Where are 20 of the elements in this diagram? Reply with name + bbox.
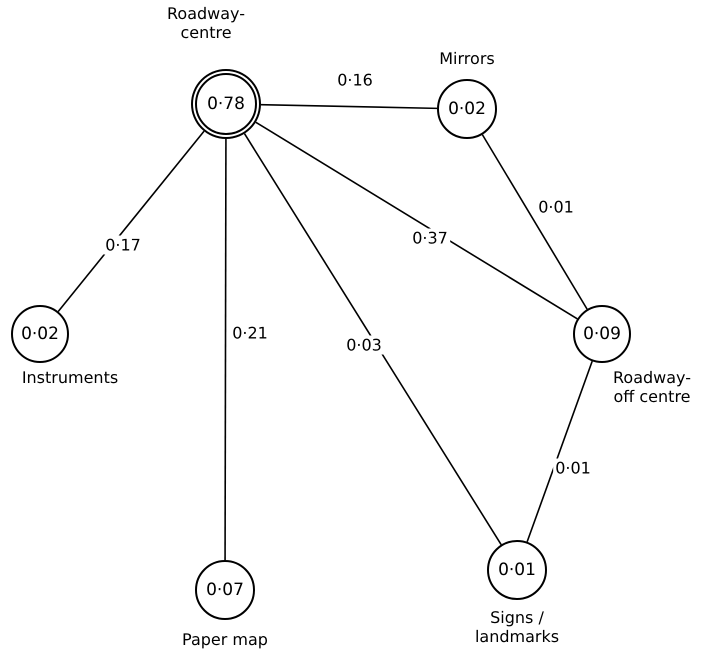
node-name: Instruments xyxy=(20,368,120,388)
connector-line xyxy=(260,104,438,110)
node-name: Mirrors xyxy=(438,49,496,68)
connector-line xyxy=(58,130,205,312)
node-value: 0·07 xyxy=(206,580,244,600)
connector-line xyxy=(224,139,227,560)
connector-line xyxy=(255,122,578,320)
node-name: Signs / landmarks xyxy=(474,608,560,646)
connector-line xyxy=(244,133,502,545)
node-name: Paper map xyxy=(181,630,269,650)
node-value: 0·09 xyxy=(583,324,621,344)
edge-label: 0·03 xyxy=(344,336,384,354)
node-value: 0·02 xyxy=(448,99,486,119)
connector-line xyxy=(482,134,588,310)
node-name: Roadway- centre xyxy=(166,4,246,42)
connector-line xyxy=(526,361,593,542)
node-value: 0·02 xyxy=(21,324,59,344)
node-value: 0·78 xyxy=(207,94,245,114)
node-value: 0·01 xyxy=(498,560,536,580)
node-name: Roadway- off centre xyxy=(612,368,692,406)
